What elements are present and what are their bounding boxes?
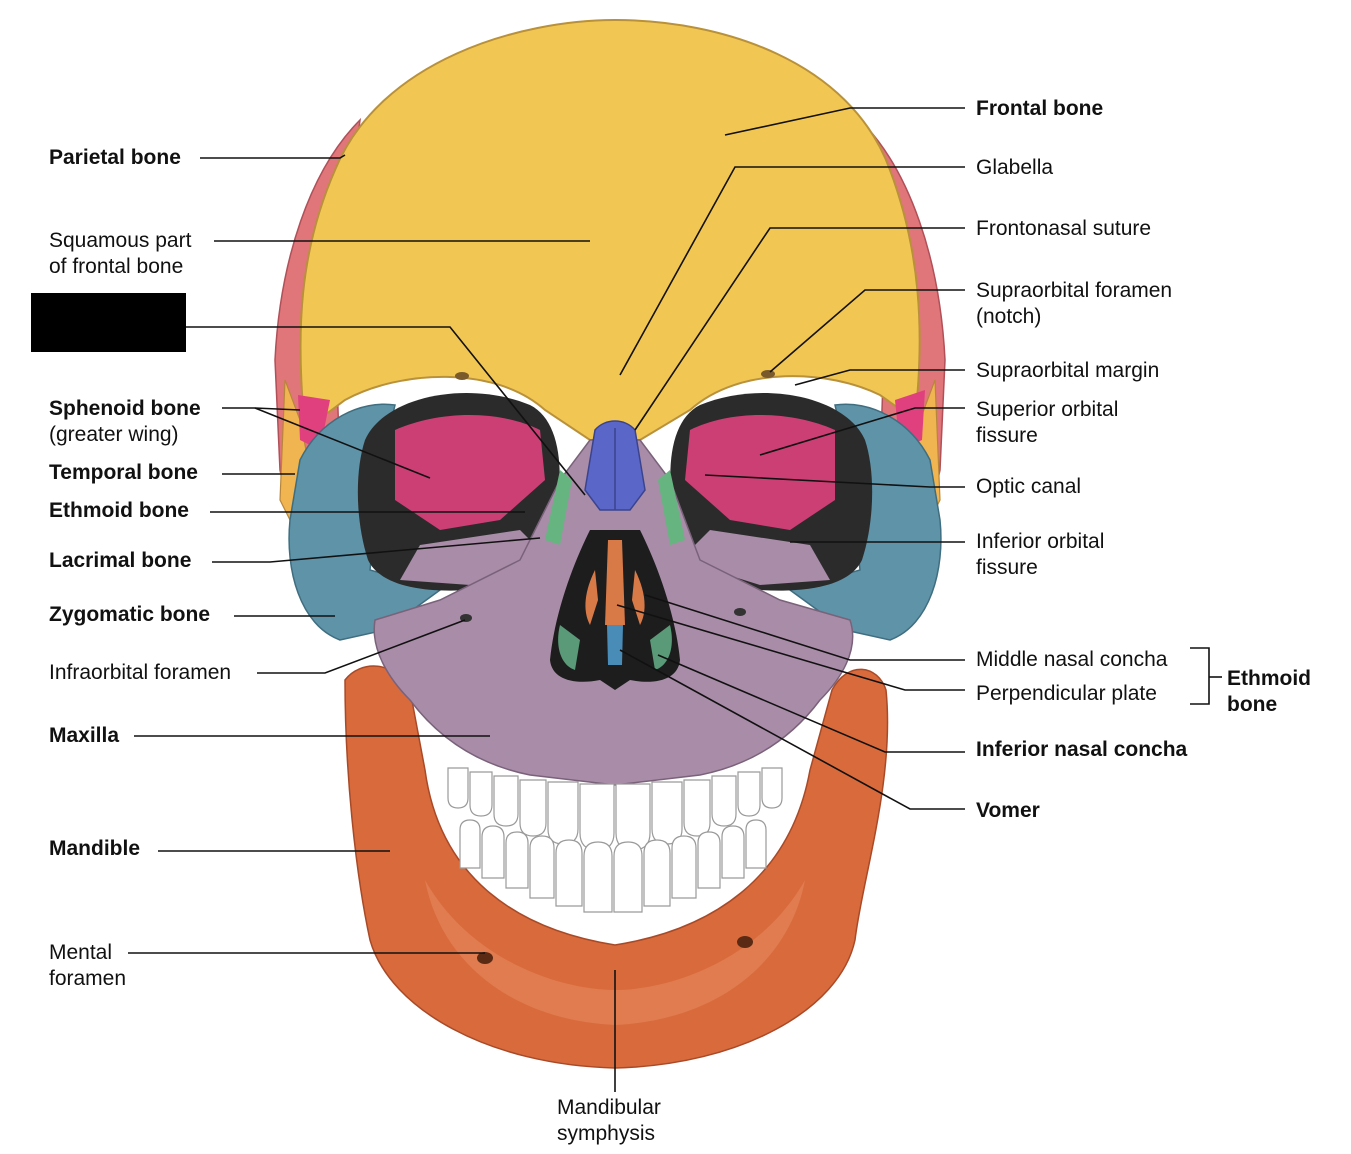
label-vomer: Vomer [976,799,1040,822]
label-supraorbital-margin: Supraorbital margin [976,359,1160,382]
lower-tooth [459,819,481,869]
label-lacrimal-bone: Lacrimal bone [49,549,192,572]
lower-tooth [505,831,529,889]
redacted-label-box [31,293,186,352]
label-ethmoid-bone-left: Ethmoid bone [49,499,189,522]
orbit-left-sphenoid [395,415,545,530]
label-mandibular-symphysis: Mandibular symphysis [557,1096,661,1145]
label-optic-canal: Optic canal [976,475,1082,498]
label-inferior-nasal-concha: Inferior nasal concha [976,738,1188,761]
upper-tooth [615,783,651,851]
middle-concha-right [632,570,645,625]
label-zygomatic-bone: Zygomatic bone [49,603,211,626]
supraorbital-notch-right [761,370,775,378]
upper-tooth [737,771,761,817]
upper-tooth [547,781,579,845]
label-mandible: Mandible [49,837,141,860]
infraorbital-foramen-right [734,608,746,616]
supraorbital-notch-left [455,372,469,380]
lower-tooth [643,839,671,907]
upper-tooth [761,767,783,809]
label-ethmoid-bone-group: Ethmoid bone [1227,667,1311,716]
perpendicular-plate-shape [605,540,625,625]
upper-tooth [469,771,493,817]
lower-tooth [721,825,745,879]
lower-tooth [583,841,613,913]
teeth-group [447,767,783,913]
label-supraorbital-foramen: Supraorbital foramen (notch) [976,279,1173,328]
label-perpendicular-plate: Perpendicular plate [976,682,1157,705]
mandible-highlight [425,880,805,1025]
inferior-concha-left [558,625,580,670]
leader-lines [128,107,1222,1092]
middle-concha-left [585,570,598,625]
label-mental-foramen: Mental foramen [49,941,127,990]
label-greater-wing: (greater wing) [49,423,179,446]
label-parietal-bone: Parietal bone [49,146,181,169]
label-frontonasal-suture: Frontonasal suture [976,217,1152,240]
lower-tooth [697,831,721,889]
label-superior-orbital-fissure: Superior orbital fissure [976,398,1119,447]
lower-tooth [613,841,643,913]
label-sphenoid-bone: Sphenoid bone [49,397,201,420]
mental-foramen-right [737,936,753,948]
lower-tooth [481,825,505,879]
label-temporal-bone: Temporal bone [49,461,198,484]
label-inferior-orbital-fissure: Inferior orbital fissure [976,530,1105,579]
label-maxilla: Maxilla [49,724,120,747]
upper-tooth [519,779,547,837]
lower-tooth [745,819,767,869]
label-middle-nasal-concha: Middle nasal concha [976,648,1168,671]
lower-tooth [671,835,697,899]
upper-tooth [711,775,737,827]
upper-tooth [493,775,519,827]
upper-tooth [683,779,711,837]
label-infraorbital-foramen: Infraorbital foramen [49,661,232,684]
lower-tooth [529,835,555,899]
upper-tooth [651,781,683,845]
upper-tooth [579,783,615,851]
upper-tooth [447,767,469,809]
label-frontal-bone: Frontal bone [976,97,1104,120]
lacrimal-left-shape [545,470,572,545]
label-glabella: Glabella [976,156,1054,179]
lower-tooth [555,839,583,907]
vomer-shape [607,625,623,665]
label-squamous-part: Squamous part of frontal bone [49,229,192,278]
mental-foramen-left [477,952,493,964]
lacrimal-right-shape [658,470,685,545]
